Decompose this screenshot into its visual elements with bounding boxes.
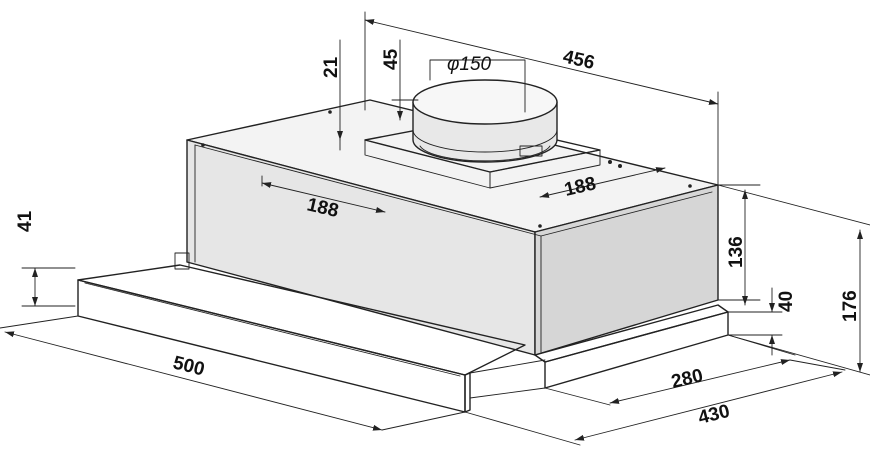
dim-label-456: 456 (561, 46, 597, 74)
dimension-lines (0, 11, 870, 446)
dim-label-136: 136 (726, 236, 747, 268)
dim-label-280: 280 (669, 365, 705, 393)
dim-label-40: 40 (776, 291, 797, 312)
dim-label-phi150: φ150 (447, 54, 492, 75)
dim-label-41: 41 (15, 210, 36, 232)
dim-label-430: 430 (696, 401, 732, 429)
dim-label-45: 45 (381, 48, 402, 70)
dim-label-21: 21 (321, 56, 342, 78)
dim-label-176: 176 (840, 290, 861, 322)
